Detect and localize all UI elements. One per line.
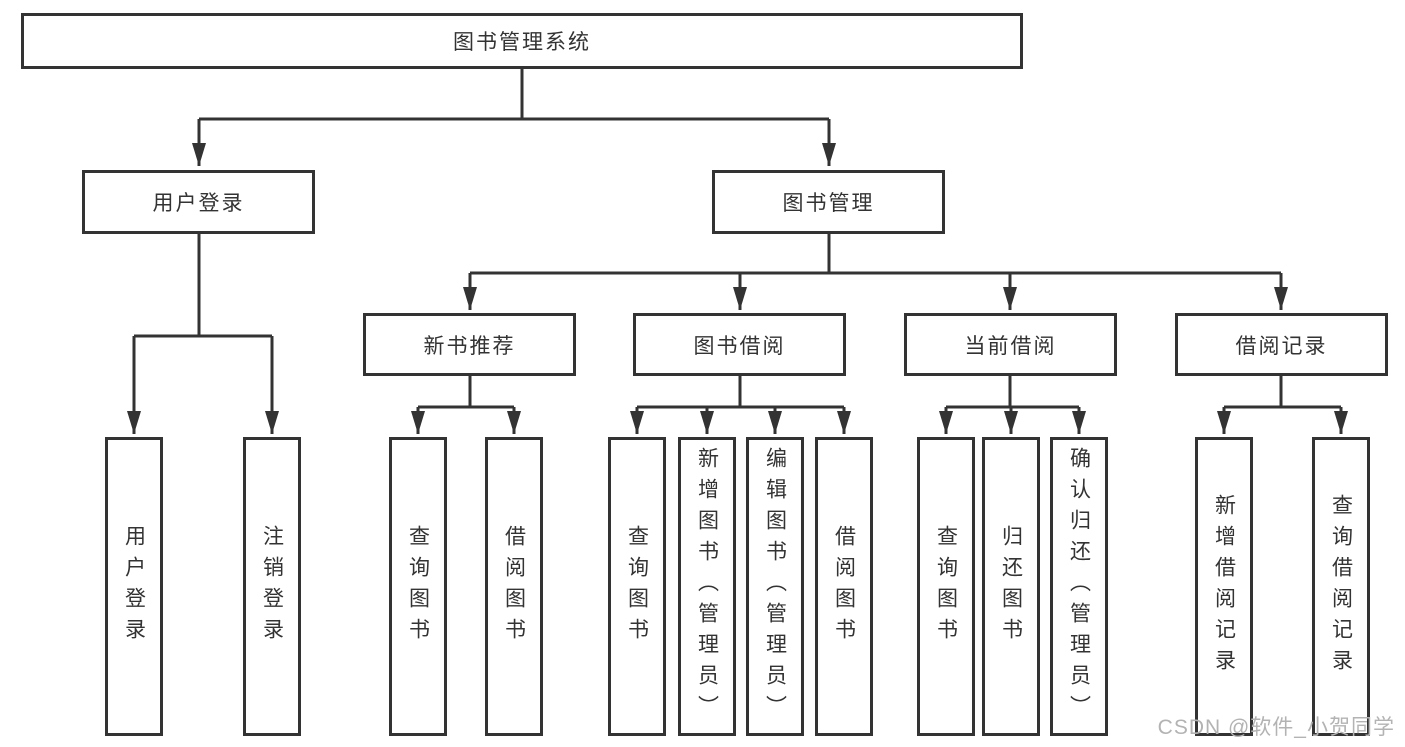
node-label: 查询图书 (934, 524, 958, 649)
edge-book-mgmt-rail (470, 234, 1281, 275)
node-leaf-cb-confirm: 确认归还（管理员） (1050, 437, 1108, 736)
node-leaf-cb-query: 查询图书 (917, 437, 975, 736)
node-label: 查询图书 (406, 524, 430, 649)
node-label: 用户登录 (152, 192, 245, 215)
node-label: 借阅记录 (1235, 334, 1328, 358)
node-label: 新增图书（管理员） (695, 447, 719, 726)
node-label: 归还图书 (999, 524, 1023, 649)
node-leaf-logout: 注销登录 (243, 437, 301, 736)
node-borrow-records: 借阅记录 (1175, 313, 1388, 376)
node-leaf-br-query: 查询借阅记录 (1312, 437, 1370, 736)
edge-borrow-records-rail (1224, 376, 1341, 409)
edge-user-login-rail (134, 234, 272, 338)
node-leaf-rec-borrow: 借阅图书 (485, 437, 543, 736)
node-label: 图书管理系统 (453, 31, 591, 54)
node-leaf-br-add: 新增借阅记录 (1195, 437, 1253, 736)
node-label: 新增借阅记录 (1212, 493, 1236, 680)
node-label: 用户登录 (122, 524, 146, 649)
node-label: 新书推荐 (423, 334, 516, 358)
node-label: 图书管理 (782, 192, 875, 215)
node-book-mgmt: 图书管理 (712, 170, 945, 234)
node-leaf-bb-add: 新增图书（管理员） (678, 437, 736, 736)
node-user-login: 用户登录 (82, 170, 315, 234)
node-new-book-rec: 新书推荐 (363, 313, 576, 376)
edge-current-borrow-rail (946, 376, 1079, 409)
node-leaf-rec-query: 查询图书 (389, 437, 447, 736)
node-label: 当前借阅 (964, 334, 1057, 358)
node-label: 借阅图书 (502, 524, 526, 649)
node-book-borrow: 图书借阅 (633, 313, 846, 376)
node-label: 注销登录 (260, 524, 284, 649)
node-leaf-cb-return: 归还图书 (982, 437, 1040, 736)
node-leaf-user-login: 用户登录 (105, 437, 163, 736)
node-label: 图书借阅 (693, 334, 786, 358)
node-leaf-bb-edit: 编辑图书（管理员） (746, 437, 804, 736)
edge-root-rail (199, 67, 829, 121)
edge-new-book-rec-rail (418, 376, 514, 409)
node-label: 查询图书 (625, 524, 649, 649)
node-leaf-bb-borrow: 借阅图书 (815, 437, 873, 736)
node-root: 图书管理系统 (21, 13, 1023, 69)
node-label: 查询借阅记录 (1329, 493, 1353, 680)
node-label: 借阅图书 (832, 524, 856, 649)
node-label: 编辑图书（管理员） (763, 447, 787, 726)
node-leaf-bb-query: 查询图书 (608, 437, 666, 736)
node-label: 确认归还（管理员） (1067, 447, 1091, 726)
edge-book-borrow-rail (637, 376, 844, 409)
csdn-watermark: CSDN @软件_小贺同学 (1157, 716, 1395, 739)
node-current-borrow: 当前借阅 (904, 313, 1117, 376)
